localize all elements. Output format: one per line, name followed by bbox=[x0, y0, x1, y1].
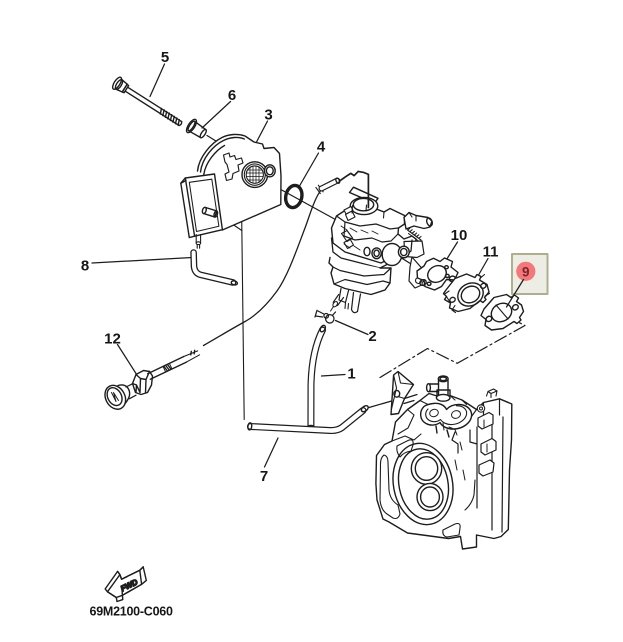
svg-text:9: 9 bbox=[522, 264, 530, 279]
svg-text:7: 7 bbox=[260, 468, 268, 485]
svg-text:5: 5 bbox=[161, 49, 169, 66]
svg-text:10: 10 bbox=[451, 227, 468, 244]
svg-text:12: 12 bbox=[104, 331, 121, 348]
svg-text:2: 2 bbox=[368, 328, 376, 345]
svg-text:69M2100-C060: 69M2100-C060 bbox=[90, 605, 173, 619]
svg-text:8: 8 bbox=[81, 258, 89, 275]
svg-text:11: 11 bbox=[483, 244, 499, 261]
svg-text:1: 1 bbox=[347, 366, 355, 383]
svg-text:3: 3 bbox=[264, 107, 272, 124]
svg-text:6: 6 bbox=[228, 87, 236, 104]
svg-text:4: 4 bbox=[317, 139, 326, 156]
